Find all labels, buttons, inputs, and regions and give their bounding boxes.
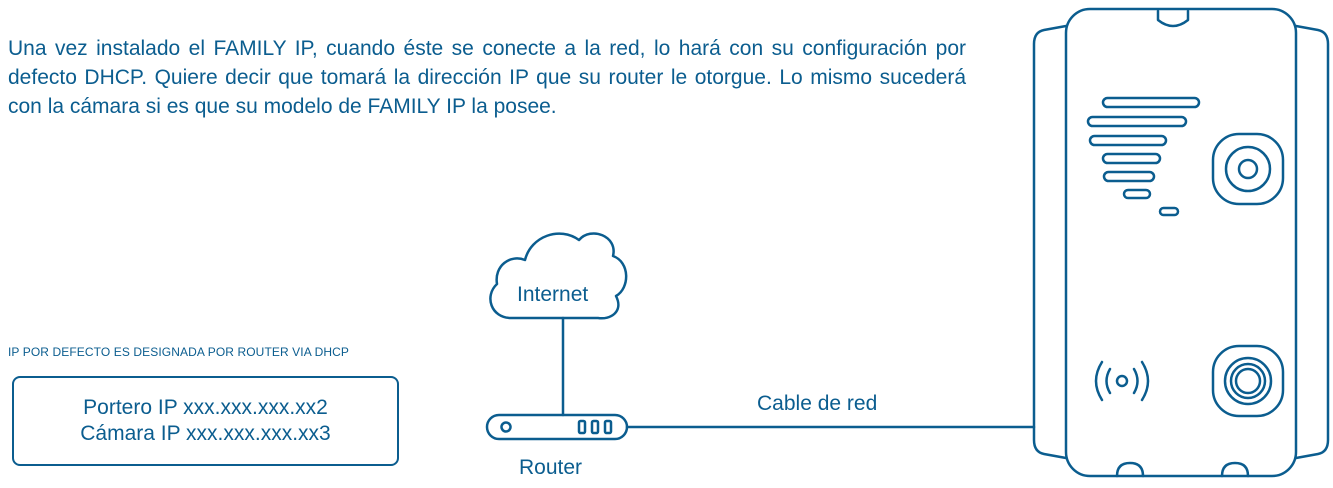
push-button-icon [1211, 344, 1285, 418]
default-ip-note: IP POR DEFECTO ES DESIGNADA POR ROUTER V… [8, 345, 349, 359]
cable-label: Cable de red [757, 392, 878, 415]
speaker-grille-icon [1086, 96, 1201, 217]
portero-ip-line: Portero IP xxx.xxx.xxx.xx2 [83, 396, 328, 419]
internet-label: Internet [517, 283, 589, 306]
wireless-signal-icon [1094, 360, 1150, 402]
router-label: Router [519, 456, 583, 479]
intro-paragraph: Una vez instalado el FAMILY IP, cuando é… [8, 37, 966, 118]
intercom-panel-icon [1032, 7, 1330, 478]
router-icon [485, 413, 629, 441]
cloud-icon [489, 232, 628, 320]
camara-ip-line: Cámara IP xxx.xxx.xxx.xx3 [80, 422, 331, 445]
camera-lens-icon [1211, 132, 1285, 206]
ip-address-box: Portero IP xxx.xxx.xxx.xx2 Cámara IP xxx… [12, 376, 399, 466]
